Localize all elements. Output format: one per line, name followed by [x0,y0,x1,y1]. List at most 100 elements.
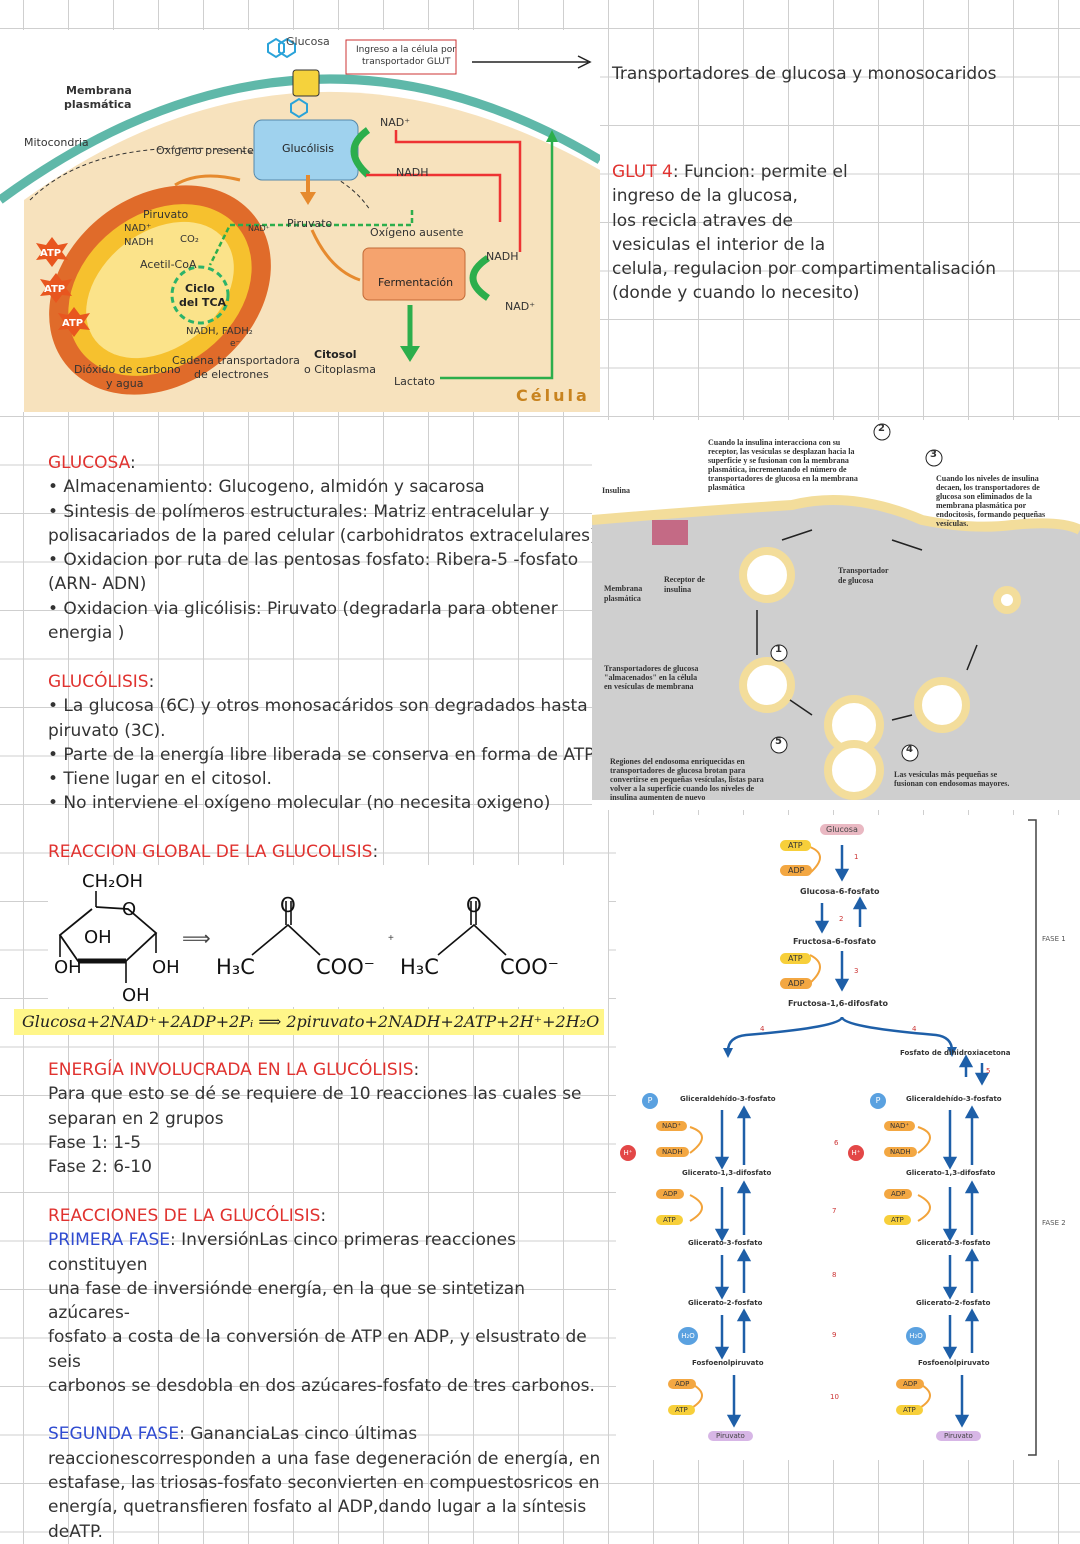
mito-nad-label: NAD⁺ [124,223,152,234]
pw-glucosa: Glucosa [820,824,864,835]
pw-glicerato3-left: Glicerato-3-fosfato [688,1239,763,1247]
membrana-label-1: Membrana [66,84,132,97]
nad-label-right: NAD⁺ [505,300,536,313]
energia-section: ENERGÍA INVOLUCRADA EN LA GLUCÓLISIS: Pa… [48,1058,608,1179]
pw-atp-4r: ATP [896,1405,923,1415]
electron-label: e⁻ [230,339,241,349]
pw-fructosa-6f: Fructosa-6-fosfato [793,937,876,946]
pw-glicerato13-left: Glicerato-1,3-difosfato [682,1169,772,1177]
step2-line-3: plasmática, incrementando el número de [708,465,847,474]
transportador-ins-1: Transportador [838,566,889,575]
insulin-svg [591,423,1080,800]
pw-glicerato13-right: Glicerato-1,3-difosfato [906,1169,996,1177]
atp-burst-1: ATP [40,248,62,259]
pw-step-5: 5 [986,1067,991,1075]
glucolisis-box-label: Glucólisis [282,142,334,155]
energia-title: ENERGÍA INVOLUCRADA EN LA GLUCÓLISIS: [48,1060,420,1080]
lactato-label: Lactato [394,375,436,388]
citosol-label-2: o Citoplasma [304,363,376,376]
step2-line-5: plasmática [708,483,745,492]
pw-gliceraldehido-left: Gliceraldehído-3-fosfato [680,1095,776,1103]
transportador-ins-2: de glucosa [838,576,874,585]
pw-h-right: H⁺ [848,1145,864,1161]
pw-step-8: 8 [832,1271,837,1279]
reacciones-title: REACCIONES DE LA GLUCÓLISIS: [48,1206,327,1226]
energia-line-3: Fase 2: 6-10 [48,1157,152,1178]
pw-atp-1: ATP [780,840,811,851]
mito-co2-label: CO₂ [180,234,199,245]
pw-adp-1: ADP [780,865,813,876]
cell-diagram-svg [0,37,603,412]
insulin-num-1: 1 [775,644,782,655]
glut4-line-3: vesiculas el interior de la [612,234,826,255]
atp-burst-2: ATP [44,284,66,295]
pw-atp-4l: ATP [668,1405,695,1415]
pw-gliceraldehido-right: Gliceraldehído-3-fosfato [906,1095,1002,1103]
step3-line-0: Cuando los niveles de insulina [936,474,1039,483]
pw-fosfoenol-right: Fosfoenolpiruvato [918,1359,990,1367]
receptor-label-2: insulina [664,585,692,594]
pyruvate2-h3c: H₃C [400,955,439,979]
glucolisis-line-0: • La glucosa (6C) y otros monosacáridos … [48,696,588,717]
pw-step-9: 9 [832,1331,837,1339]
glucolisis-line-3: • Tiene lugar en el citosol. [48,769,272,790]
step2-line-4: transportadores de glucosa en la membran… [708,474,858,483]
primera-line-0: PRIMERA FASE: InversiónLas cinco primera… [48,1228,608,1277]
pw-p-left: P [642,1093,658,1109]
membrana-ins-2: plasmática [604,594,641,603]
segunda-line-0: SEGUNDA FASE: GananciaLas cinco últimas [48,1422,608,1446]
insulin-num-4: 4 [906,744,913,755]
cell-diagram: Glucosa Ingreso a la célula por transpor… [0,30,603,412]
pathway-svg [689,819,1037,1456]
glucosa-line-3: • Oxidacion por ruta de las pentosas fos… [48,550,579,571]
insulin-figure: 2 3 1 4 5 Insulina Membrana plasmática R… [591,420,1080,810]
glucosa-section: GLUCOSA: • Almacenamiento: Glucogeno, al… [48,451,608,645]
glucosa-line-0: • Almacenamiento: Glucogeno, almidón y s… [48,477,485,498]
glucose-oh-right: OH [152,957,180,978]
energia-line-0: Para que esto se dé se requiere de 10 re… [48,1084,582,1105]
oxigeno-presente-label: Oxígeno presente [156,144,254,157]
step2-line-1: receptor, las vesículas se desplazan hac… [708,447,855,456]
step1-line-1: "almacenados" en la célula [604,673,698,682]
glut4-line-1: ingreso de la glucosa, [612,186,798,207]
ciclo-label-2: del TCA [179,296,227,309]
step2-line-2: superficie y se fusionan con la membrana [708,456,849,465]
glucosa-title-text: GLUCOSA [48,453,130,473]
pyruvate2-coo: COO⁻ [500,955,559,979]
oxigeno-ausente-label: Oxígeno ausente [370,226,464,239]
mito-nadh-label: NADH [124,237,154,248]
long-arrow [472,55,592,69]
step4-line-1: fusionan con endosomas mayores. [894,779,1010,788]
reacciones-title-text: REACCIONES DE LA GLUCÓLISIS [48,1206,321,1226]
pw-dihidroxiacetona: Fosfato de dihidroxiacetona [900,1049,1011,1057]
glucosa-label: Glucosa [286,35,330,48]
cadena-label-2: de electrones [194,368,269,381]
pyruvate1-coo: COO⁻ [316,955,375,979]
piruvato-label: Piruvato [287,217,333,230]
glucosa-line-4: (ARN- ADN) [48,574,147,595]
pw-fosfoenol-left: Fosfoenolpiruvato [692,1359,764,1367]
pw-glicerato2-right: Glicerato-2-fosfato [916,1299,991,1307]
step3-text: Cuando los niveles de insulina decaen, l… [936,474,1045,528]
glucosa-title: GLUCOSA: [48,453,136,473]
glucolisis-line-4: • No interviene el oxígeno molecular (no… [48,793,551,814]
glut4-line-2: los recicla atraves de [612,210,793,231]
primera-line-2: fosfato a costa de la conversión de ATP … [48,1327,587,1372]
dioxido-label-2: y agua [106,377,144,390]
pw-h-left: H⁺ [620,1145,636,1161]
structures-svg: ⟹ + [58,891,507,983]
citosol-label-1: Citosol [314,348,357,361]
insulina-label: Insulina [602,486,631,495]
pw-p-right: P [870,1093,886,1109]
global-equation: Glucosa+2NAD⁺+2ADP+2Pᵢ ⟹ 2piruvato+2NADH… [14,1009,604,1035]
pw-nadh-left: NADH [656,1147,689,1157]
pw-glicerato3-right: Glicerato-3-fosfato [916,1239,991,1247]
glut4-notes: GLUT 4: Funcion: permite el ingreso de l… [612,160,996,306]
segunda-line-3: energía, quetransfieren fosfato al ADP,d… [48,1497,587,1518]
pw-adp-2: ADP [780,978,813,989]
primera-label: PRIMERA FASE [48,1230,171,1251]
pw-fase2: FASE 2 [1042,1219,1066,1227]
step5-line-0: Regiones del endosoma enriquecidas en [610,757,745,766]
primera-line-3: carbonos se desdobla en dos azúcares-fos… [48,1376,595,1397]
membrana-label-2: plasmática [64,98,132,111]
